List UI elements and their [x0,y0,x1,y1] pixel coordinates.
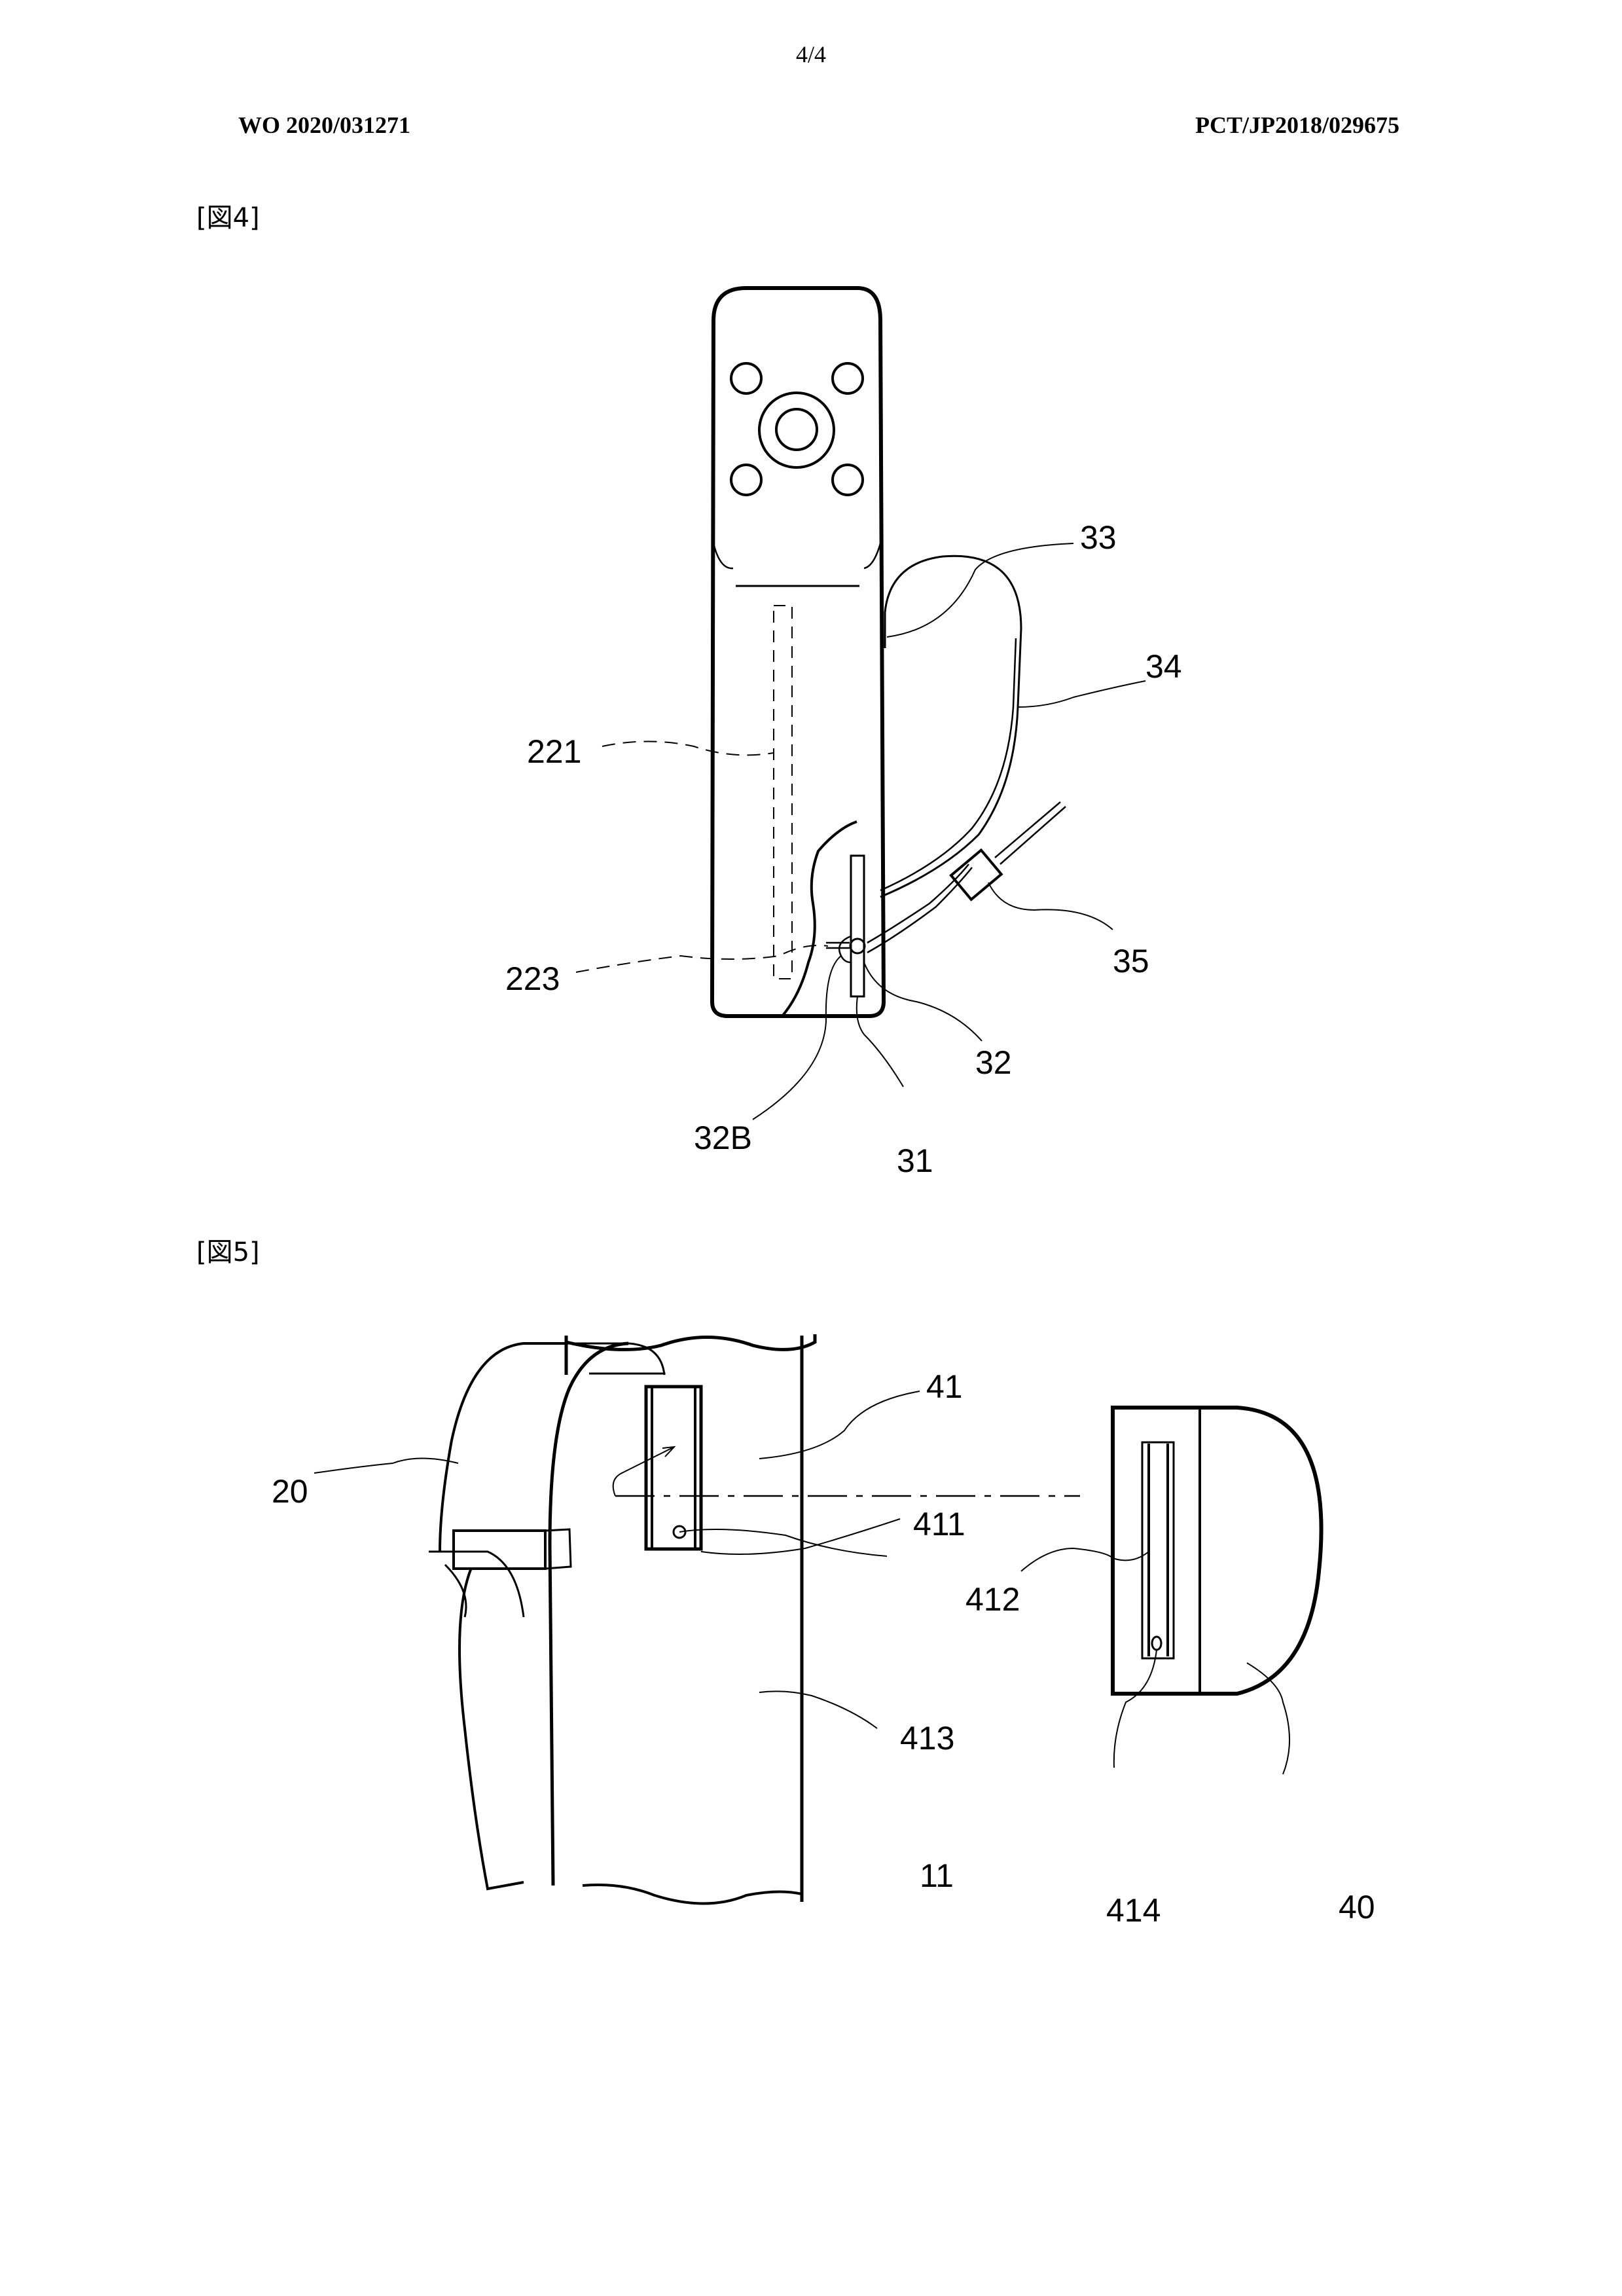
ref-411: 411 [913,1506,965,1542]
page-number: 4/4 [795,41,826,67]
figure-5-label: [図5] [196,1237,260,1267]
button-bottom-left [730,464,763,496]
internal-part-221 [773,605,793,979]
figure-4-numerals: 33 34 221 35 223 32 32B 31 [505,519,1182,1179]
figure-5-numerals: 41 20 411 412 413 11 414 40 [272,1368,1375,1929]
ref-34: 34 [1145,648,1182,685]
button-bottom-right [831,464,864,496]
ref-20: 20 [272,1473,308,1510]
clip-33 [880,555,1022,898]
pin-32 [849,938,866,955]
publication-number: WO 2020/031271 [238,112,411,138]
belt-20 [439,1342,566,1552]
stopper-35 [949,848,1003,902]
lens-outer [758,392,835,469]
ref-11: 11 [920,1857,954,1894]
cutaway [781,820,857,1017]
ref-413: 413 [900,1720,954,1757]
figure-4-drawing [575,286,1146,1120]
ref-31: 31 [897,1142,933,1179]
ref-223: 223 [505,960,560,997]
ref-40: 40 [1339,1889,1375,1925]
lens-inner [775,408,818,451]
ref-35: 35 [1113,943,1149,979]
ref-412: 412 [965,1581,1020,1618]
button-top-right [831,362,864,395]
hole-413 [672,1525,687,1539]
application-number: PCT/JP2018/029675 [1195,112,1399,138]
ref-32b: 32B [694,1120,752,1156]
button-top-left [730,362,763,395]
belt-loop [452,1529,547,1570]
rail-31 [850,854,865,998]
ref-32: 32 [975,1044,1012,1081]
ref-41: 41 [926,1368,963,1405]
device-body [710,286,886,1018]
garment-11 [564,1334,817,1375]
ref-414: 414 [1106,1892,1161,1929]
pin-414 [1151,1635,1162,1651]
rail-412 [1141,1441,1175,1660]
figure-4-label: [図4] [196,203,260,233]
ref-221: 221 [527,733,581,770]
mount-41 [644,1385,703,1551]
ref-33: 33 [1080,519,1117,556]
component-40 [1111,1406,1324,1696]
figure-5-drawing [314,1334,1324,1905]
